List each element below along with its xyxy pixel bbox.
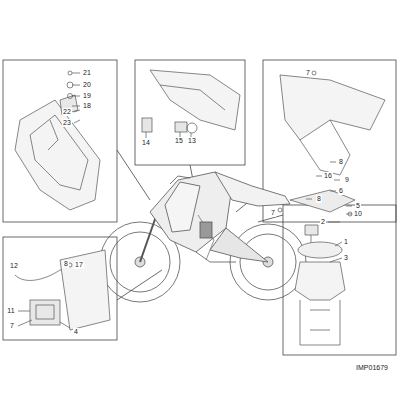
detail-panel [3, 237, 117, 340]
callout-number: 5 [355, 202, 361, 210]
callout-number: 14 [141, 139, 151, 147]
callout-number: 7 [305, 69, 311, 77]
callout-number: 6 [338, 187, 344, 195]
callout-number: 8 [316, 195, 322, 203]
callout-number: 3 [343, 254, 349, 262]
detail-panel [283, 205, 396, 355]
callout-number: 9 [344, 176, 350, 184]
drawing-code: IMP01679 [355, 364, 389, 372]
callout-number: 16 [323, 172, 333, 180]
callout-number: 19 [82, 92, 92, 100]
detail-panel [3, 60, 117, 222]
callout-number: 18 [82, 102, 92, 110]
callout-number: 7 [9, 322, 15, 330]
detail-panel [135, 60, 245, 165]
motorcycle [100, 172, 306, 302]
callout-number: 15 [174, 137, 184, 145]
callout-number: 13 [187, 137, 197, 145]
callout-number: 8 [338, 158, 344, 166]
callout-number: 20 [82, 81, 92, 89]
callout-number: 11 [6, 307, 15, 315]
callout-number: 21 [82, 69, 92, 77]
callout-number: 12 [9, 262, 19, 270]
callout-number: 22 [62, 108, 72, 116]
callout-number: 8 [63, 260, 69, 268]
callout-number: 4 [73, 328, 79, 336]
callout-number: 23 [62, 119, 72, 127]
callout-number: 1 [343, 238, 349, 246]
callout-number: 2 [320, 218, 326, 226]
callout-number: 17 [74, 261, 84, 269]
callout-number: 10 [353, 210, 363, 218]
callout-number: 7 [270, 209, 276, 217]
